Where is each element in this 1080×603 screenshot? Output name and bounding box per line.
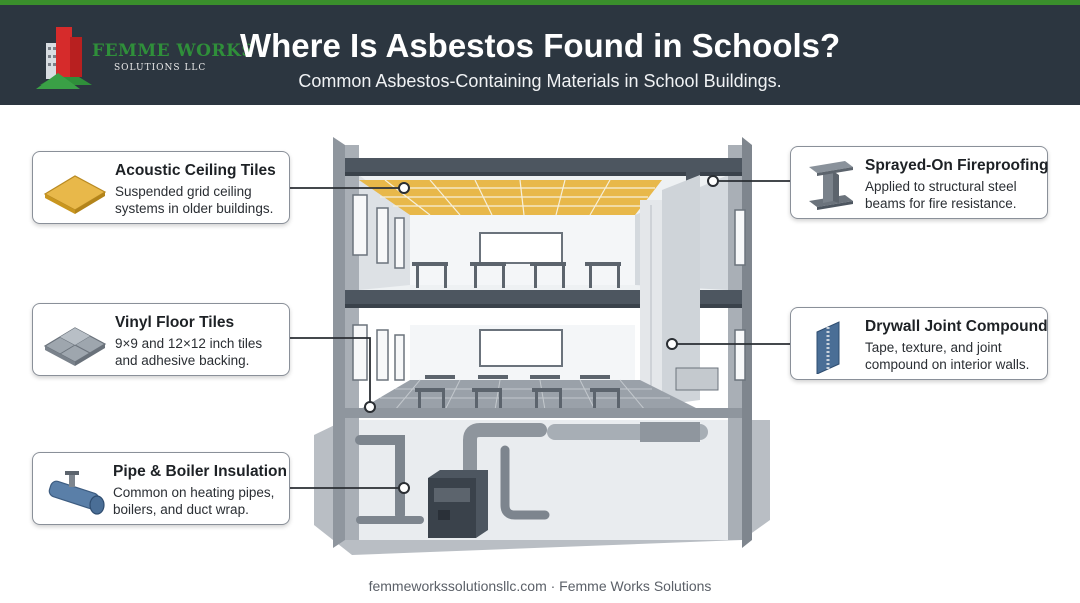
callout-title: Pipe & Boiler Insulation: [113, 463, 287, 480]
footer-credit: femmeworkssolutionsllc.com · Femme Works…: [368, 578, 712, 594]
callout-title: Sprayed-On Fireproofing: [865, 157, 1049, 174]
logo: FEMME WORKS SOLUTIONS LLC: [36, 23, 254, 93]
callout-title: Drywall Joint Compound: [865, 318, 1048, 335]
callout-sprayed-on-fireproofing: Sprayed-On Fireproofing Applied to struc…: [790, 146, 1048, 219]
callout-description-line2: boilers, and duct wrap.: [113, 502, 249, 517]
callout-vinyl-floor-tiles: Vinyl Floor Tiles 9×9 and 12×12 inch til…: [32, 303, 290, 376]
pipe-icon: [48, 471, 105, 515]
page-title: Where Is Asbestos Found in Schools?: [240, 27, 841, 64]
callout-title: Acoustic Ceiling Tiles: [115, 162, 276, 179]
logo-buildings-icon: [36, 27, 92, 89]
drywall-icon: [816, 321, 840, 374]
callout-description-line2: systems in older buildings.: [115, 201, 274, 216]
callout-description-line2: and adhesive backing.: [115, 353, 250, 368]
callout-description-line2: compound on interior walls.: [865, 357, 1030, 372]
header: FEMME WORKS SOLUTIONS LLC Where Is Asbes…: [0, 5, 1080, 105]
logo-tagline: SOLUTIONS LLC: [114, 63, 207, 73]
building-illustration: [290, 137, 790, 555]
logo-name: FEMME WORKS: [92, 41, 255, 61]
school-building-cutaway: [0, 105, 1080, 565]
callout-drywall-joint-compound: Drywall Joint Compound Tape, texture, an…: [790, 307, 1048, 380]
callout-description-line1: Suspended grid ceiling: [115, 184, 252, 199]
callout-description-line1: Common on heating pipes,: [113, 485, 275, 500]
floor-tile-icon: [43, 327, 107, 366]
callout-acoustic-ceiling-tiles: Acoustic Ceiling Tiles Suspended grid ce…: [32, 151, 290, 224]
callout-description-line2: beams for fire resistance.: [865, 196, 1017, 211]
callout-description-line1: Applied to structural steel: [865, 179, 1017, 194]
callout-description-line1: Tape, texture, and joint: [865, 340, 1002, 355]
top-accent-strip: [0, 0, 1080, 5]
page-subtitle: Common Asbestos-Containing Materials in …: [298, 71, 782, 91]
steel-beam-icon: [809, 161, 853, 210]
callout-title: Vinyl Floor Tiles: [115, 314, 235, 331]
ceiling-tile-icon: [43, 175, 107, 214]
callout-pipe-boiler-insulation: Pipe & Boiler Insulation Common on heati…: [32, 452, 290, 525]
callout-description-line1: 9×9 and 12×12 inch tiles: [115, 336, 263, 351]
